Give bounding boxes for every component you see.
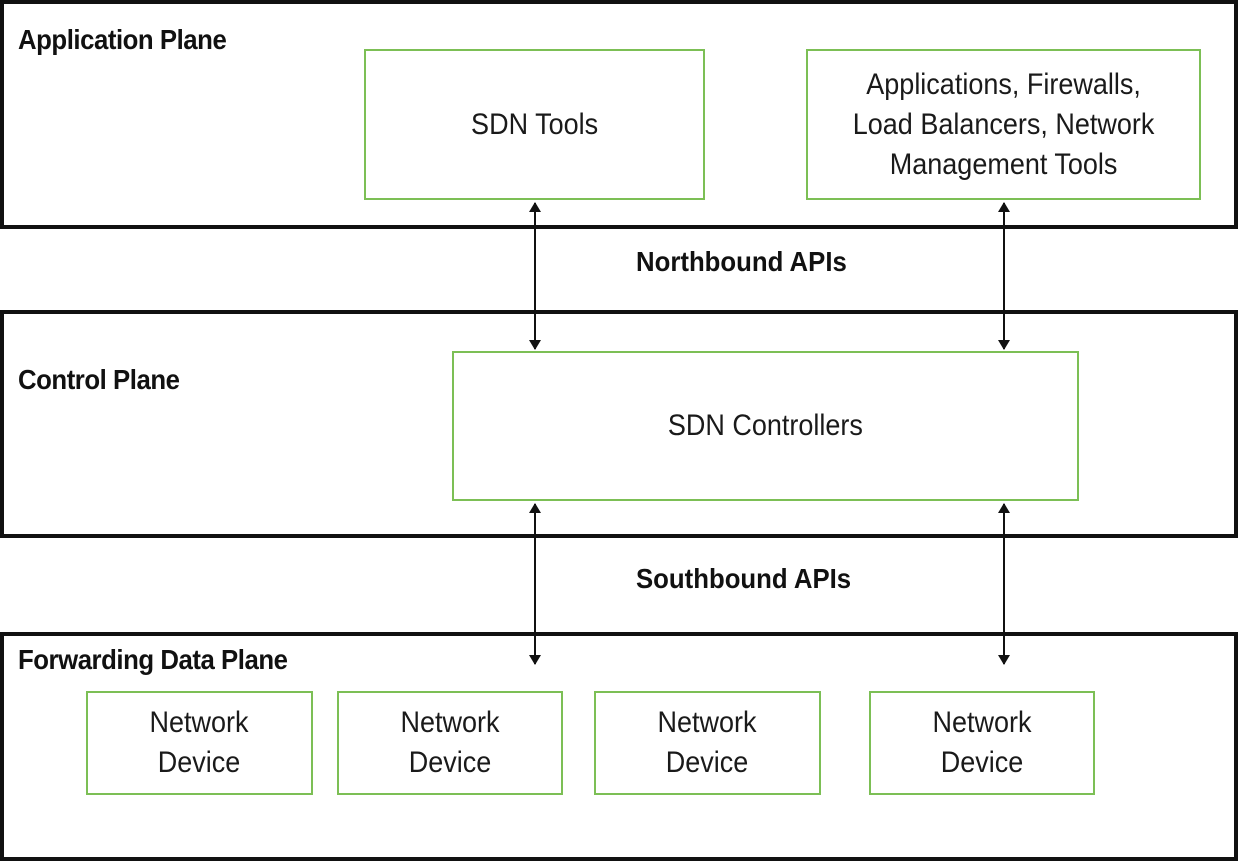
sdn-tools-label: SDN Tools xyxy=(470,107,599,141)
control-plane-title: Control Plane xyxy=(18,364,180,395)
network-device-node: Network Device xyxy=(869,691,1095,795)
applications-label: Applications, Firewalls, Load Balancers,… xyxy=(852,67,1155,181)
network-device-node: Network Device xyxy=(337,691,563,795)
network-device-node: Network Device xyxy=(86,691,313,795)
network-device-label: Network Device xyxy=(932,706,1032,779)
network-device-label: Network Device xyxy=(657,706,758,779)
sdn-tools-node: SDN Tools xyxy=(364,49,705,200)
network-device-label: Network Device xyxy=(149,706,250,779)
southbound-apis-label: Southbound APIs xyxy=(636,563,852,594)
network-device-node: Network Device xyxy=(594,691,821,795)
application-plane-title: Application Plane xyxy=(18,24,227,55)
sdn-controllers-node: SDN Controllers xyxy=(452,351,1079,501)
sdn-controllers-label: SDN Controllers xyxy=(667,409,864,442)
network-device-label: Network Device xyxy=(400,706,500,779)
northbound-apis-label: Northbound APIs xyxy=(636,246,847,277)
forwarding-plane-title: Forwarding Data Plane xyxy=(18,644,288,675)
applications-node: Applications, Firewalls, Load Balancers,… xyxy=(806,49,1201,200)
